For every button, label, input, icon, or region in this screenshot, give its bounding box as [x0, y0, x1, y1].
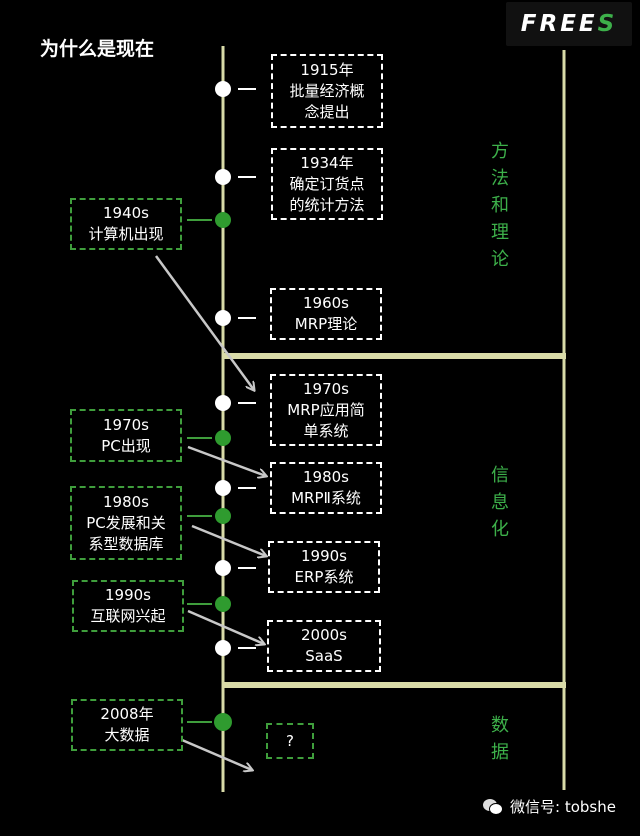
logo-text: FREE: [520, 11, 598, 37]
timeline-node-white: [215, 640, 231, 656]
event-line: MRP应用简: [287, 400, 365, 419]
era-char: 论: [491, 249, 509, 270]
arrow: [181, 738, 252, 770]
arrow: [187, 609, 264, 644]
timeline-node-green: [214, 713, 232, 731]
event-box-1915: 1915年 批量经济概 念提出: [271, 54, 383, 128]
timeline-node-white: [215, 169, 231, 185]
event-line: MRPⅡ系统: [291, 489, 361, 507]
era-char: 法: [491, 168, 509, 189]
logo-accent: S: [597, 11, 618, 37]
event-line: 1970s: [103, 415, 149, 434]
era-char: 化: [491, 519, 509, 540]
tech-box-1990s: 1990s 互联网兴起: [72, 580, 184, 632]
event-line: 单系统: [303, 421, 349, 440]
tech-box-1940s: 1940s 计算机出现: [70, 198, 182, 250]
event-line: PC出现: [101, 436, 151, 455]
wechat-id: 微信号: tobshe: [510, 798, 616, 816]
event-line: 1980s: [303, 468, 349, 486]
event-line: 1940s: [103, 204, 149, 222]
tech-box-2008: 2008年 大数据: [71, 699, 183, 751]
tech-box-1980s: 1980s PC发展和关 系型数据库: [70, 486, 182, 560]
event-line: 计算机出现: [88, 225, 164, 243]
event-line: MRP理论: [294, 315, 358, 333]
arrow: [187, 445, 266, 476]
event-line: 2008年: [100, 705, 154, 723]
page-title: 为什么是现在: [40, 38, 155, 60]
event-line: 确定订货点: [289, 174, 365, 193]
event-box-unknown: ?: [266, 723, 314, 759]
event-box-1934: 1934年 确定订货点 的统计方法: [271, 148, 383, 220]
timeline-node-white: [215, 395, 231, 411]
timeline-node-green: [215, 212, 231, 228]
era-char: 息: [491, 492, 509, 513]
event-line: 1980s: [103, 492, 149, 511]
era-char: 据: [491, 742, 509, 763]
timeline-node-white: [215, 480, 231, 496]
event-line: 1934年: [300, 153, 354, 172]
arrow: [191, 524, 266, 556]
era-label-data: 数 据: [489, 712, 511, 766]
era-char: 信: [491, 465, 509, 486]
timeline-node-green: [215, 430, 231, 446]
event-line: 1915年: [300, 60, 354, 79]
event-box-1960s: 1960s MRP理论: [270, 288, 382, 340]
arrow: [154, 255, 254, 390]
event-line: 念提出: [304, 102, 350, 121]
era-char: 理: [491, 222, 509, 243]
era-char: 方: [491, 141, 509, 162]
timeline-node-white: [215, 81, 231, 97]
timeline-node-green: [215, 508, 231, 524]
event-line: 1970s: [303, 379, 349, 398]
event-line: ?: [286, 731, 294, 750]
event-box-1980s: 1980s MRPⅡ系统: [270, 462, 382, 514]
event-line: 1990s: [105, 586, 151, 604]
event-line: 1990s: [301, 547, 347, 565]
timeline-node-white: [215, 560, 231, 576]
timeline-node-white: [215, 310, 231, 326]
era-char: 数: [491, 715, 509, 736]
wechat-watermark: 微信号: tobshe: [482, 796, 616, 817]
event-line: 2000s: [301, 626, 347, 644]
era-label-informatization: 信 息 化: [489, 462, 511, 543]
event-box-2000s: 2000s SaaS: [267, 620, 381, 672]
event-line: 互联网兴起: [90, 607, 166, 625]
event-line: 批量经济概: [289, 81, 365, 100]
event-line: 大数据: [104, 726, 150, 744]
timeline-node-green: [215, 596, 231, 612]
event-line: PC发展和关: [86, 513, 166, 532]
wechat-icon: [483, 798, 503, 815]
era-label-methods: 方 法 和 理 论: [489, 138, 511, 273]
event-box-1990s: 1990s ERP系统: [268, 541, 380, 593]
era-char: 和: [491, 195, 509, 216]
event-line: SaaS: [305, 647, 343, 665]
event-line: ERP系统: [294, 568, 354, 586]
event-line: 系型数据库: [88, 534, 164, 553]
event-line: 1960s: [303, 294, 349, 312]
event-line: 的统计方法: [289, 195, 365, 214]
event-box-1970s: 1970s MRP应用简 单系统: [270, 374, 382, 446]
tech-box-1970s: 1970s PC出现: [70, 409, 182, 462]
